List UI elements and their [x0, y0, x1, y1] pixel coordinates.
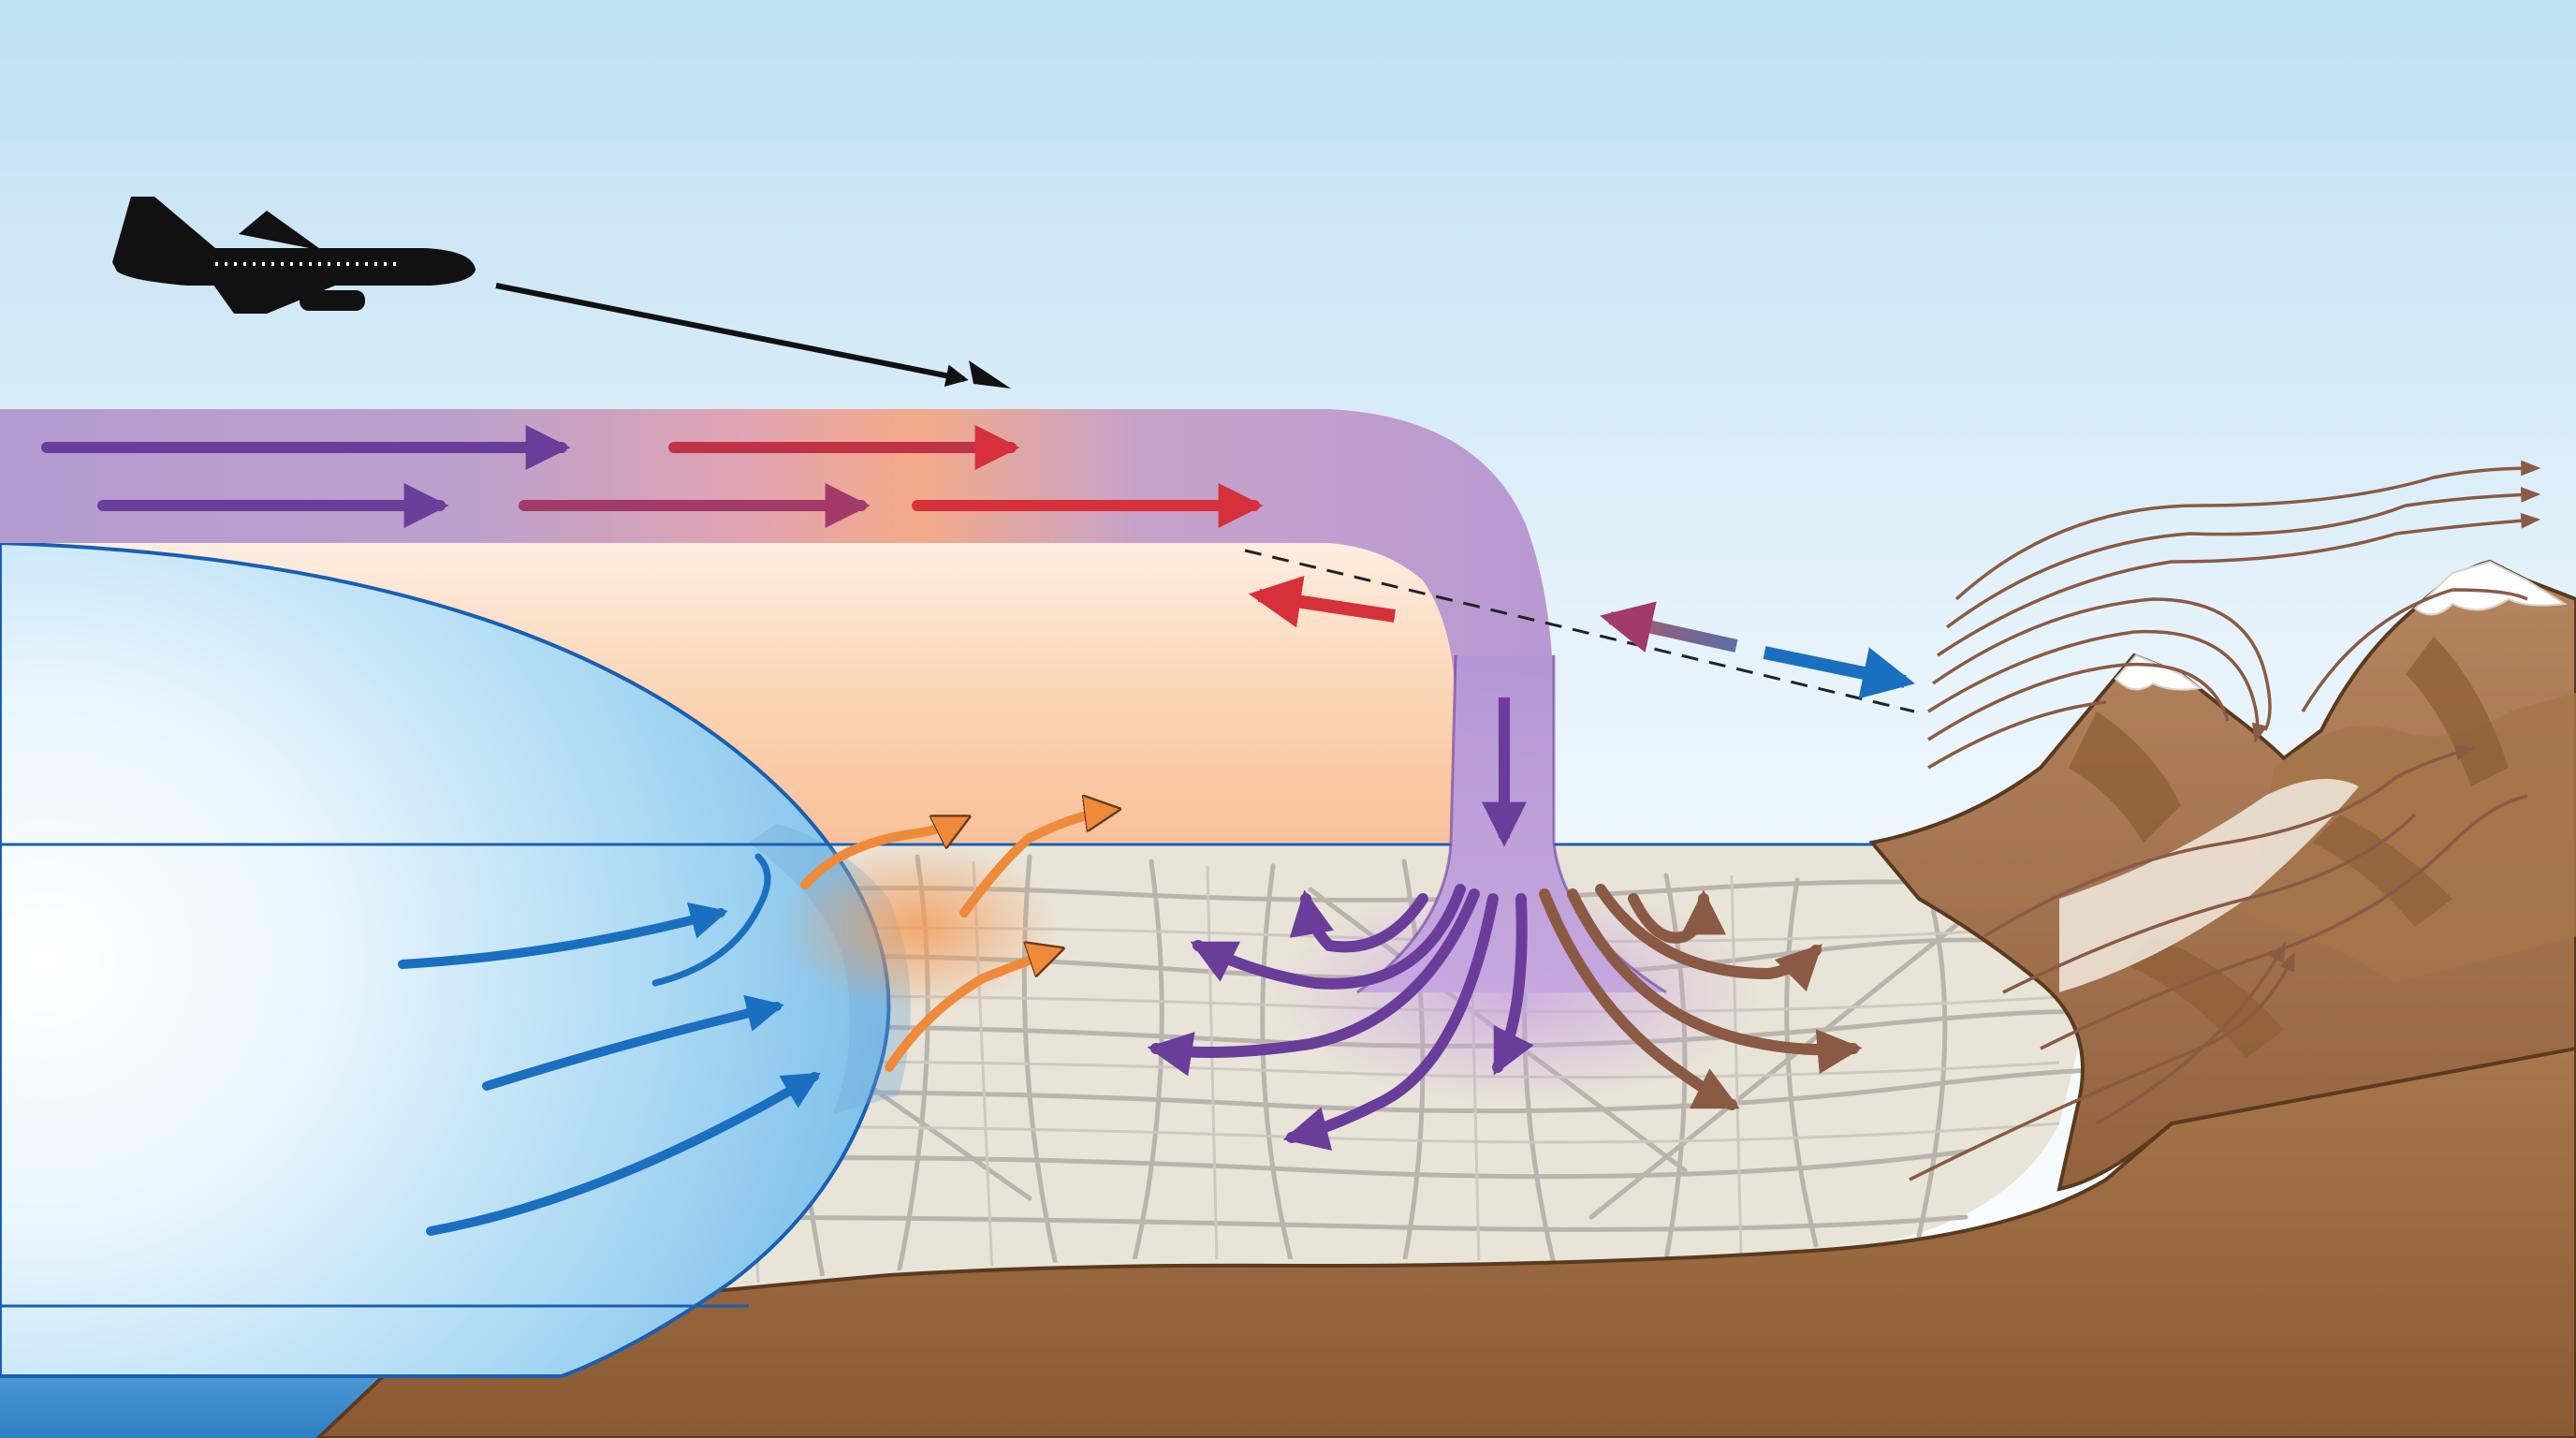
rising-arrow-2	[959, 810, 1114, 917]
outflow-arrow-6	[1539, 888, 1740, 1110]
flow-line-13	[2096, 942, 2287, 1125]
rising-arrow-1	[800, 814, 964, 889]
aircraft-windows	[215, 262, 396, 266]
outflow-arrow-1	[1190, 884, 1466, 990]
outflow-arrow-4	[1282, 893, 1499, 1151]
flow-line-6	[1927, 662, 2230, 741]
flow-line-5	[1927, 629, 2268, 744]
outflow-arrow-2	[1289, 889, 1428, 953]
reverse-flow-arrow-red	[1248, 576, 1397, 628]
aircraft-silhouette	[112, 197, 476, 314]
aircraft-heading-arrow	[495, 283, 969, 388]
flow-line-10	[2002, 813, 2417, 994]
flow-line-4	[1932, 597, 2272, 731]
sea-breeze-arrow-3	[426, 1072, 821, 1236]
jet-flow-arrows	[41, 425, 1264, 528]
flow-line-7	[1927, 700, 2107, 770]
orographic-flow-lines	[1909, 460, 2541, 1181]
rising-arrow-3	[885, 950, 1058, 1072]
sea-breeze-arrow-2	[482, 994, 784, 1091]
outflow-arrow-3	[1147, 888, 1480, 1077]
outflow-arrow-9	[1628, 889, 1726, 944]
aircraft-heading-arrow-head	[969, 360, 1011, 389]
mountain-range	[1868, 559, 2576, 1192]
flow-line-2	[1945, 487, 2541, 629]
outflow-arrow-8	[1595, 884, 1822, 992]
reverse-flow-arrow-purple	[1600, 601, 1738, 653]
flow-line-3	[1937, 512, 2541, 657]
rising-warm-air-arrows	[800, 810, 1114, 1072]
bidirectional-flow-arrows	[1248, 576, 1915, 699]
forward-flow-arrow-blue	[1763, 646, 1915, 699]
sea-breeze-arrow-1	[398, 902, 728, 969]
outflow-arrow-5	[1492, 893, 1534, 1076]
flow-line-8	[2301, 588, 2528, 712]
onshore-sea-breeze-arrows	[398, 853, 821, 1236]
outflow-arrow-7	[1567, 888, 1863, 1075]
sea-breeze-arrow-4	[651, 853, 771, 987]
cross-section-dashed-line	[1244, 549, 1915, 713]
flow-line-9	[1983, 744, 2476, 938]
flow-line-12	[1909, 951, 2295, 1181]
flow-line-11	[2040, 794, 2528, 1050]
flow-line-1	[1954, 460, 2541, 601]
outflow-spread-arrows	[1147, 884, 1863, 1151]
